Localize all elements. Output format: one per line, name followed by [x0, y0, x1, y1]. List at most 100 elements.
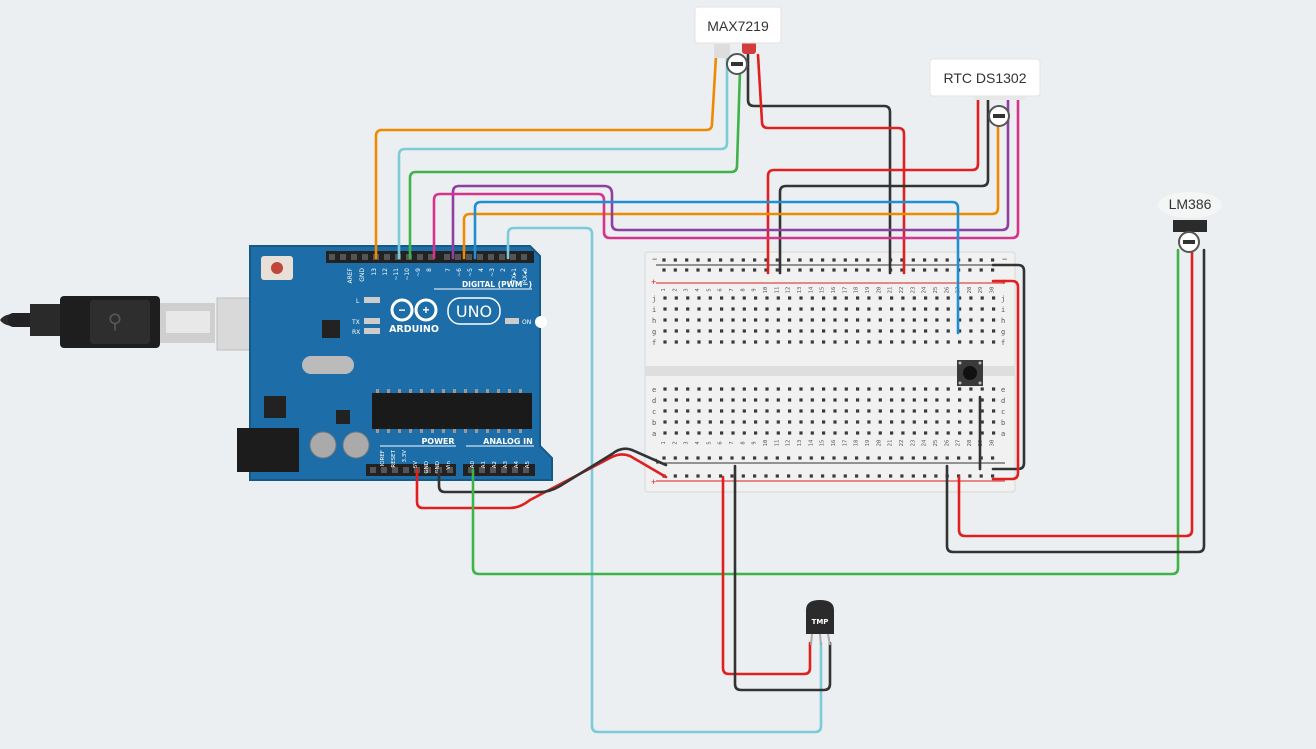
breadboard-hole[interactable]	[877, 474, 881, 478]
breadboard-hole[interactable]	[890, 318, 894, 322]
breadboard-hole[interactable]	[730, 474, 734, 478]
breadboard-hole[interactable]	[833, 340, 837, 344]
breadboard-hole[interactable]	[788, 329, 792, 333]
breadboard-hole[interactable]	[799, 420, 803, 424]
breadboard-hole[interactable]	[901, 329, 905, 333]
breadboard-hole[interactable]	[765, 387, 769, 391]
breadboard-hole[interactable]	[742, 409, 746, 413]
breadboard-hole[interactable]	[674, 296, 678, 300]
breadboard-hole[interactable]	[980, 329, 984, 333]
pushbutton[interactable]	[957, 360, 983, 386]
breadboard-hole[interactable]	[969, 387, 973, 391]
breadboard-hole[interactable]	[856, 340, 860, 344]
breadboard-hole[interactable]	[890, 307, 894, 311]
breadboard-hole[interactable]	[844, 318, 848, 322]
breadboard-hole[interactable]	[810, 409, 814, 413]
breadboard-hole[interactable]	[912, 296, 916, 300]
breadboard-hole[interactable]	[901, 307, 905, 311]
breadboard-hole[interactable]	[720, 296, 724, 300]
breadboard-hole[interactable]	[708, 431, 712, 435]
breadboard-hole[interactable]	[663, 318, 667, 322]
breadboard-hole[interactable]	[742, 431, 746, 435]
breadboard-hole[interactable]	[707, 268, 711, 272]
breadboard-hole[interactable]	[969, 409, 973, 413]
breadboard-hole[interactable]	[822, 431, 826, 435]
breadboard-hole[interactable]	[924, 296, 928, 300]
breadboard-hole[interactable]	[720, 318, 724, 322]
breadboard-hole[interactable]	[901, 420, 905, 424]
breadboard-hole[interactable]	[992, 409, 996, 413]
breadboard-hole[interactable]	[867, 329, 871, 333]
breadboard-hole[interactable]	[969, 340, 973, 344]
breadboard-hole[interactable]	[946, 409, 950, 413]
breadboard-hole[interactable]	[731, 387, 735, 391]
breadboard-hole[interactable]	[911, 258, 915, 262]
breadboard-hole[interactable]	[697, 340, 701, 344]
breadboard-hole[interactable]	[833, 409, 837, 413]
breadboard-hole[interactable]	[856, 329, 860, 333]
breadboard-hole[interactable]	[991, 456, 995, 460]
breadboard-hole[interactable]	[890, 329, 894, 333]
breadboard-hole[interactable]	[890, 398, 894, 402]
breadboard-hole[interactable]	[856, 318, 860, 322]
breadboard-hole[interactable]	[788, 307, 792, 311]
breadboard-hole[interactable]	[877, 456, 881, 460]
breadboard-hole[interactable]	[969, 318, 973, 322]
breadboard-hole[interactable]	[822, 387, 826, 391]
breadboard-hole[interactable]	[696, 268, 700, 272]
breadboard-hole[interactable]	[708, 409, 712, 413]
breadboard-hole[interactable]	[708, 307, 712, 311]
breadboard-hole[interactable]	[934, 456, 938, 460]
breadboard-hole[interactable]	[912, 398, 916, 402]
breadboard-hole[interactable]	[833, 329, 837, 333]
breadboard-hole[interactable]	[765, 329, 769, 333]
breadboard-hole[interactable]	[810, 420, 814, 424]
breadboard-hole[interactable]	[867, 398, 871, 402]
breadboard-hole[interactable]	[924, 387, 928, 391]
breadboard-hole[interactable]	[663, 296, 667, 300]
breadboard-hole[interactable]	[969, 329, 973, 333]
breadboard-hole[interactable]	[958, 296, 962, 300]
breadboard-hole[interactable]	[946, 431, 950, 435]
breadboard-hole[interactable]	[979, 258, 983, 262]
breadboard-hole[interactable]	[764, 268, 768, 272]
breadboard-hole[interactable]	[992, 329, 996, 333]
breadboard-hole[interactable]	[674, 340, 678, 344]
breadboard-hole[interactable]	[991, 268, 995, 272]
breadboard-hole[interactable]	[673, 474, 677, 478]
breadboard-hole[interactable]	[674, 307, 678, 311]
breadboard-hole[interactable]	[776, 420, 780, 424]
breadboard-hole[interactable]	[946, 398, 950, 402]
breadboard-hole[interactable]	[754, 387, 758, 391]
breadboard-hole[interactable]	[731, 318, 735, 322]
breadboard-hole[interactable]	[980, 307, 984, 311]
breadboard-hole[interactable]	[912, 409, 916, 413]
breadboard-hole[interactable]	[911, 456, 915, 460]
breadboard-hole[interactable]	[935, 409, 939, 413]
breadboard-hole[interactable]	[775, 456, 779, 460]
breadboard-hole[interactable]	[708, 340, 712, 344]
breadboard-hole[interactable]	[991, 258, 995, 262]
breadboard-hole[interactable]	[708, 329, 712, 333]
breadboard-hole[interactable]	[821, 268, 825, 272]
breadboard-hole[interactable]	[992, 307, 996, 311]
breadboard-hole[interactable]	[663, 307, 667, 311]
breadboard-hole[interactable]	[765, 340, 769, 344]
breadboard-hole[interactable]	[890, 296, 894, 300]
breadboard-hole[interactable]	[889, 456, 893, 460]
breadboard-hole[interactable]	[742, 387, 746, 391]
max7219-module[interactable]: MAX7219	[694, 6, 782, 75]
breadboard-hole[interactable]	[775, 268, 779, 272]
breadboard-hole[interactable]	[708, 387, 712, 391]
breadboard-hole[interactable]	[787, 268, 791, 272]
breadboard-hole[interactable]	[935, 318, 939, 322]
breadboard-hole[interactable]	[674, 398, 678, 402]
breadboard-hole[interactable]	[686, 340, 690, 344]
breadboard-hole[interactable]	[980, 387, 984, 391]
breadboard-hole[interactable]	[685, 258, 689, 262]
breadboard-hole[interactable]	[901, 387, 905, 391]
breadboard-hole[interactable]	[866, 456, 870, 460]
breadboard-hole[interactable]	[787, 474, 791, 478]
breadboard-hole[interactable]	[753, 268, 757, 272]
breadboard-hole[interactable]	[809, 258, 813, 262]
